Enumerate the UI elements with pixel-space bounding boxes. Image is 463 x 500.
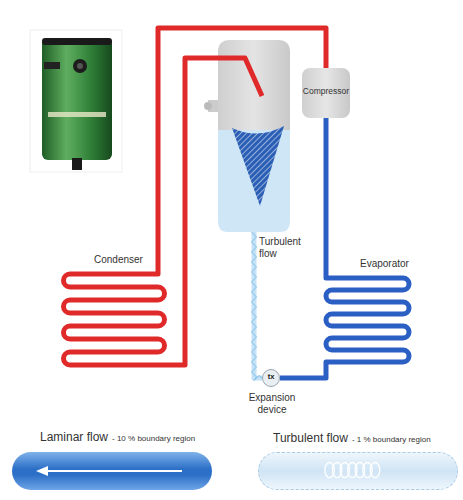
edge-label: Turbulent flow (259, 236, 309, 260)
refrigerant-pipe (280, 374, 326, 378)
refrigerant-pipe (166, 58, 262, 381)
condenser-coil: Condenser (58, 252, 166, 374)
node-sublabel: - 10 % boundary region (112, 434, 195, 443)
node-label: Laminar flow (40, 431, 108, 445)
node-label: tx (263, 373, 279, 382)
expansion-valve: txExpansion device (262, 369, 280, 387)
evaporator-coil: Evaporator (318, 256, 413, 374)
tube-heading: Turbulent flow - 1 % boundary region (273, 432, 435, 446)
node-label: Evaporator (360, 258, 409, 270)
coil-symbol (318, 256, 413, 374)
turbulent-flow-tube: Turbulent flow- 1 % boundary region (258, 452, 458, 490)
pipe-segment (166, 58, 262, 365)
node-label: Compressor (302, 87, 350, 97)
node-sublabel: Expansion device (241, 392, 303, 416)
product-photo (30, 30, 122, 172)
node-label: Condenser (94, 254, 143, 266)
node-sublabel: - 1 % boundary region (352, 435, 431, 444)
pipe-segment (158, 28, 326, 252)
tube-heading: Laminar flow - 10 % boundary region (40, 431, 199, 445)
coil-pipe (326, 256, 409, 374)
tube-pattern (259, 453, 457, 489)
coil-symbol (58, 252, 166, 374)
laminar-flow-tube: Laminar flow- 10 % boundary region (12, 452, 212, 490)
pipe-segment (280, 374, 326, 378)
node-label: Turbulent flow (273, 432, 348, 446)
separator-tank (204, 40, 290, 232)
tube-pattern (12, 452, 212, 490)
pipe-segment (324, 118, 329, 256)
refrigerant-pipe (158, 28, 326, 252)
refrigerant-pipe (326, 118, 327, 256)
coil-pipe (64, 252, 167, 365)
compressor-box: Compressor (302, 68, 350, 118)
